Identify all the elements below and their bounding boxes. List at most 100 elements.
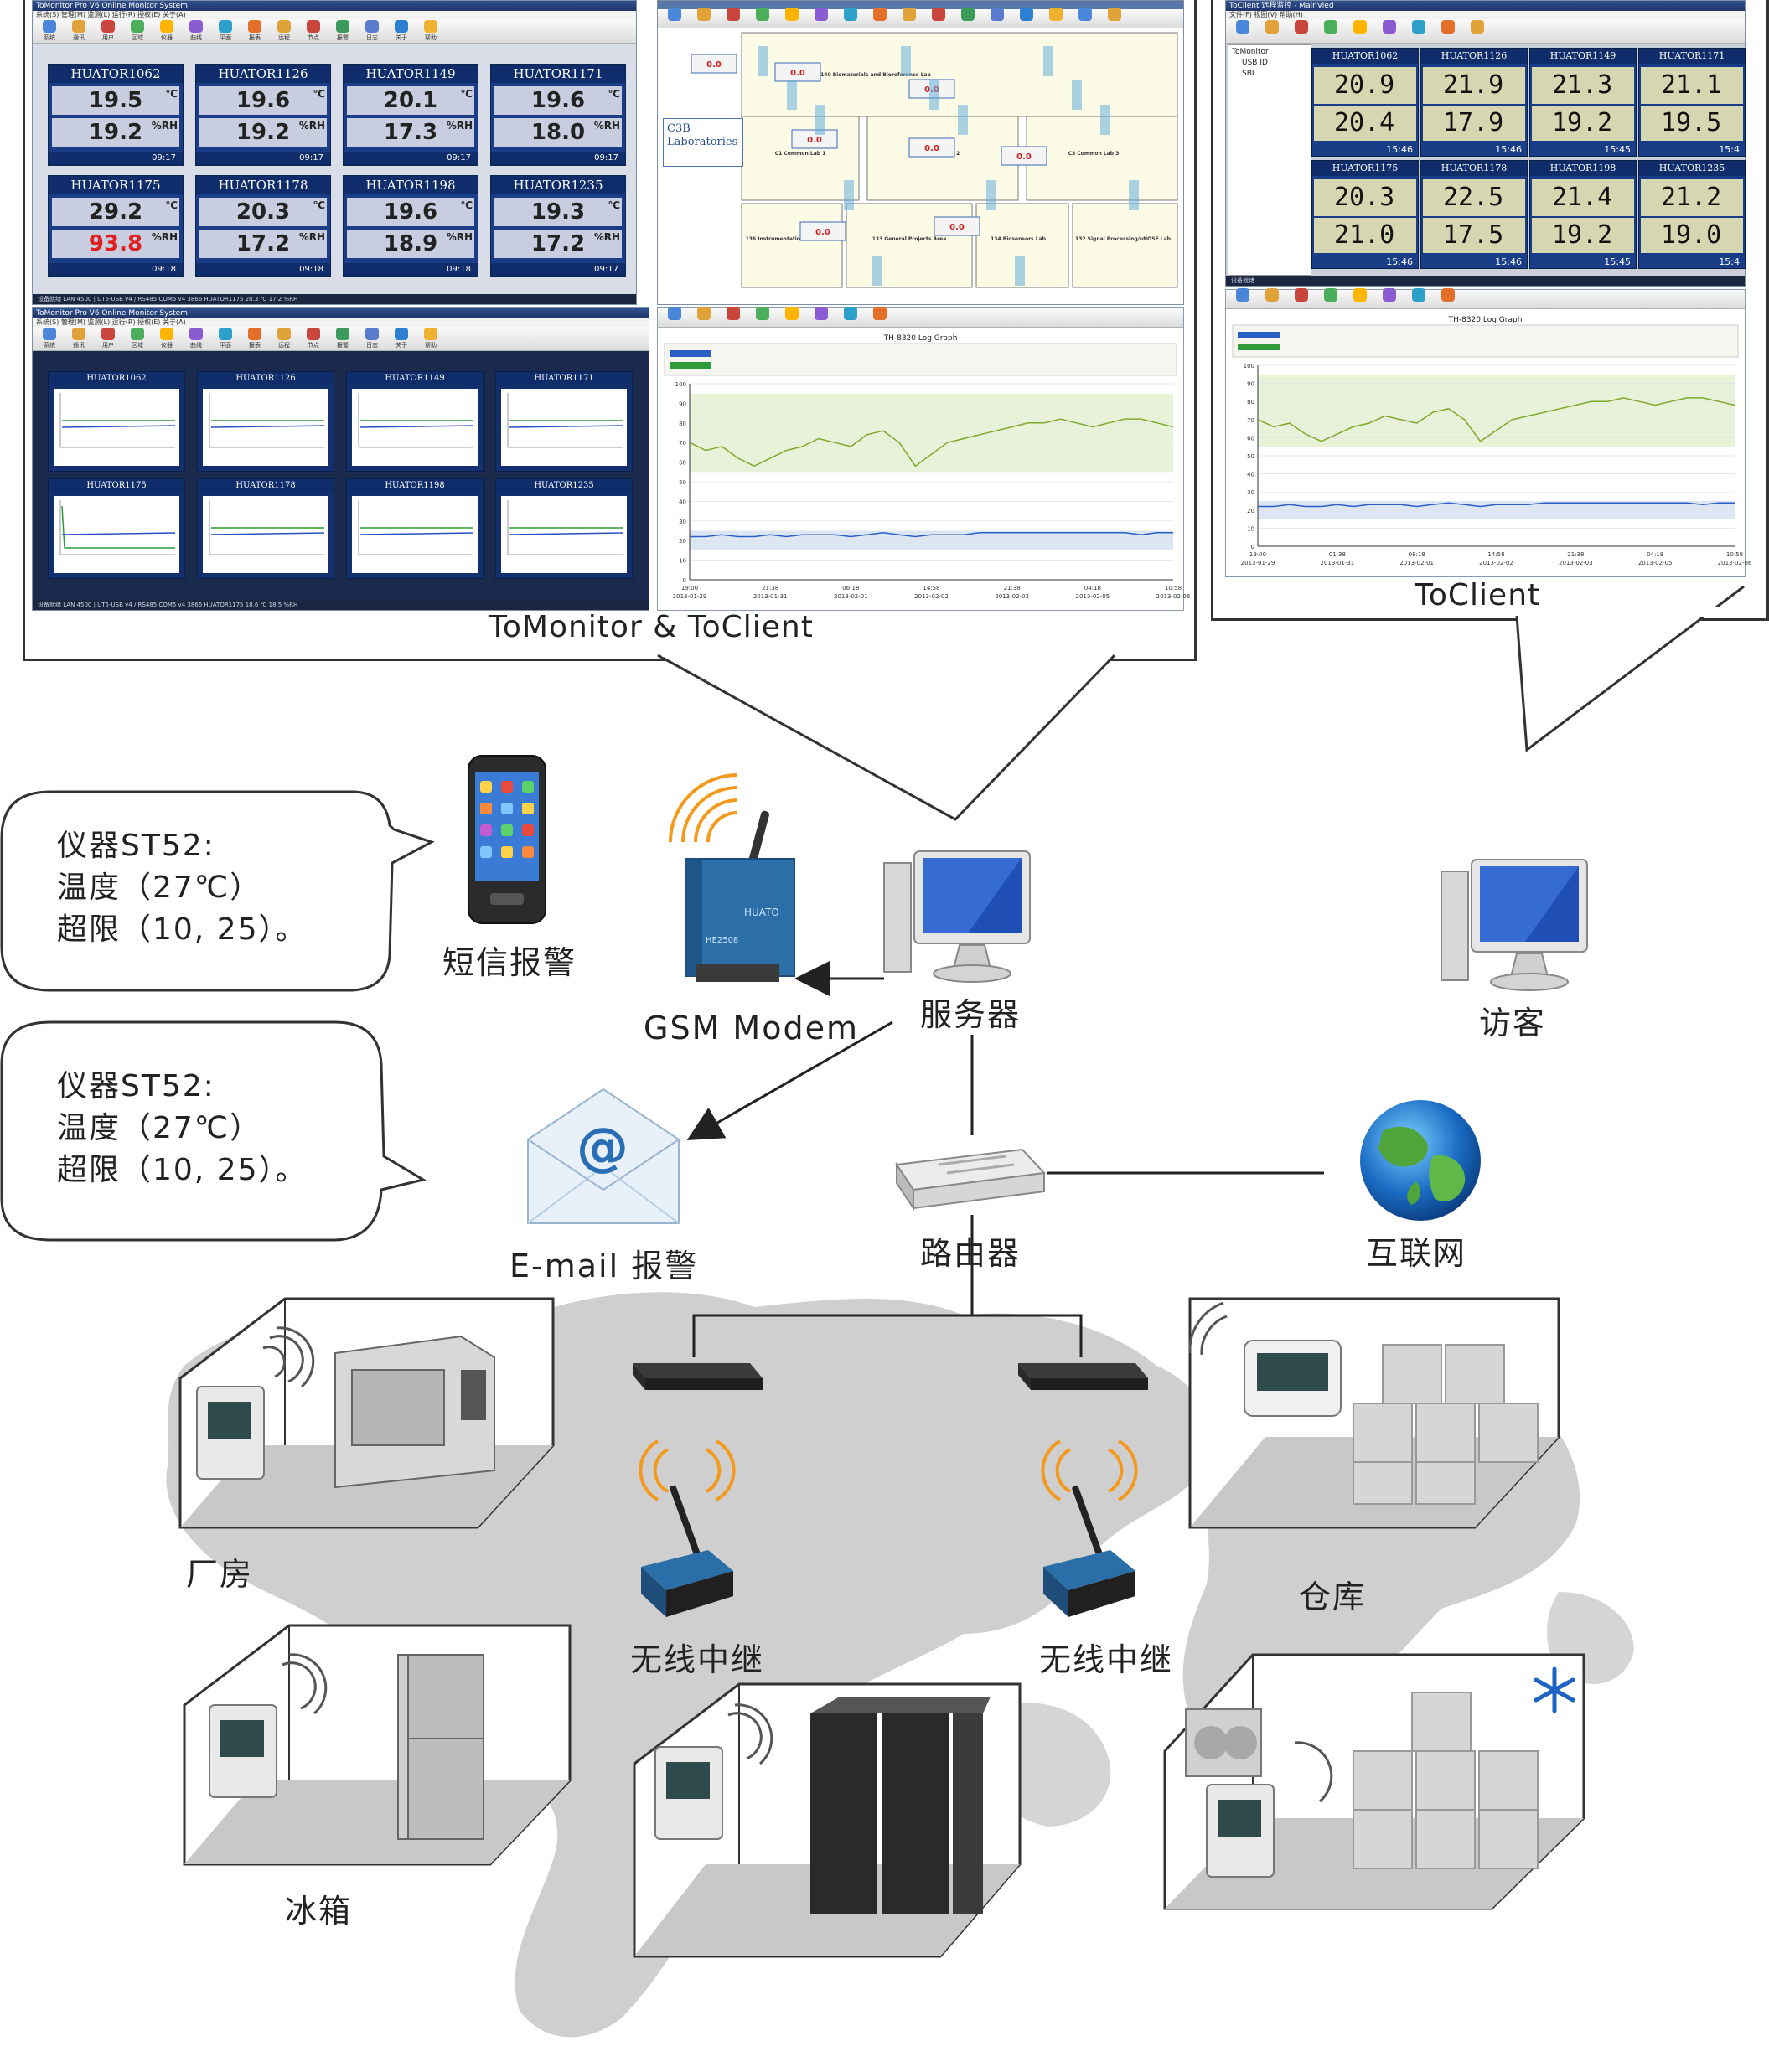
toolbar-button[interactable] — [1464, 20, 1491, 42]
toolbar-button[interactable] — [1376, 20, 1403, 42]
toolbar-button[interactable]: 报警 — [329, 20, 356, 42]
toolbar-button[interactable] — [984, 8, 1011, 29]
toolbar-button[interactable]: 帮助 — [417, 328, 444, 349]
toolbar-button[interactable] — [1347, 288, 1373, 310]
toolbar-button[interactable] — [1072, 8, 1099, 29]
monitor-menu[interactable]: 系统(S) 管理(M) 监测(L) 运行(R) 授权(E) 关于(A) — [33, 11, 636, 19]
toolbar-button[interactable]: 日志 — [359, 20, 385, 42]
toolbar-button[interactable]: 曲线 — [183, 328, 209, 349]
toolbar-button[interactable] — [778, 307, 805, 328]
toolbar-button[interactable]: 节点 — [300, 328, 327, 349]
floorplan-sensor-reading[interactable]: 0.0 — [691, 54, 737, 74]
toolbar-button[interactable] — [1229, 288, 1256, 310]
toolbar-button[interactable]: 关于 — [388, 328, 415, 349]
floorplan-sensor-reading[interactable]: 0.0 — [934, 216, 980, 236]
toolbar-button[interactable] — [749, 307, 776, 328]
curve-tile[interactable]: HUATOR1126 — [197, 371, 334, 472]
toolbar-button[interactable] — [1435, 288, 1461, 310]
toolbar-button[interactable]: 通讯 — [65, 20, 92, 42]
toolbar-button[interactable] — [837, 8, 864, 29]
toolbar-button[interactable] — [925, 8, 952, 29]
toolbar-button[interactable] — [954, 8, 981, 29]
toolbar-button[interactable] — [1288, 20, 1315, 42]
toolbar-button[interactable] — [1317, 288, 1344, 310]
toolbar-button[interactable] — [749, 8, 776, 29]
toolbar-button[interactable] — [1347, 20, 1373, 42]
curve-tile[interactable]: HUATOR1178 — [197, 478, 334, 579]
toolbar-button[interactable]: 系统 — [36, 328, 63, 349]
toolbar-button[interactable]: 区域 — [124, 328, 151, 349]
floorplan-sensor-reading[interactable]: 0.0 — [774, 62, 821, 82]
toolbar-button[interactable]: 通讯 — [65, 328, 92, 349]
curve-menu[interactable]: 系统(S) 管理(M) 监测(L) 运行(R) 授权(E) 关于(A) — [33, 318, 649, 327]
toolbar-button[interactable]: 远程 — [271, 328, 297, 349]
floorplan-sensor-reading[interactable]: 0.0 — [1001, 146, 1047, 166]
toolbar-button[interactable] — [896, 8, 923, 29]
toolbar-button[interactable] — [720, 8, 747, 29]
toolbar-button[interactable]: 仪器 — [153, 328, 180, 349]
toolbar-button[interactable]: 帮助 — [417, 20, 444, 42]
toolbar-button[interactable] — [691, 307, 717, 328]
curve-tile[interactable]: HUATOR1062 — [48, 371, 185, 472]
curve-tile[interactable]: HUATOR1175 — [48, 478, 185, 579]
toolbar-button[interactable]: 平面 — [212, 328, 239, 349]
toolbar-button[interactable] — [1405, 288, 1432, 310]
toolbar-button[interactable] — [1259, 20, 1285, 42]
toolbar-button[interactable]: 远程 — [271, 20, 297, 42]
toolbar-button[interactable]: 仪器 — [153, 20, 180, 42]
toolbar-button[interactable] — [1317, 20, 1344, 42]
curve-tile[interactable]: HUATOR1171 — [495, 371, 633, 472]
curve-tile[interactable]: HUATOR1149 — [346, 371, 484, 472]
client-tree-item[interactable]: USB ID — [1242, 59, 1268, 67]
curve-tile[interactable]: HUATOR1235 — [495, 478, 633, 579]
toolbar-button[interactable]: 用户 — [95, 328, 122, 349]
toolbar-button[interactable] — [661, 307, 688, 328]
toolbar-button[interactable] — [778, 8, 805, 29]
toolbar-button[interactable]: 用户 — [95, 20, 122, 42]
toolbar-button[interactable]: 节点 — [300, 20, 327, 42]
toolbar-button[interactable]: 平面 — [212, 20, 239, 42]
toolbar-button[interactable] — [837, 307, 864, 328]
toolbar-button[interactable] — [720, 307, 747, 328]
toolbar-button[interactable] — [1229, 20, 1256, 42]
toolbar-button[interactable] — [661, 8, 688, 29]
toolbar-button[interactable] — [866, 8, 893, 29]
toolbar-button[interactable] — [1101, 8, 1128, 29]
toolbar-button[interactable]: 区域 — [124, 20, 151, 42]
toolbar-button[interactable] — [1376, 288, 1403, 310]
toolbar-button[interactable]: 报警 — [329, 328, 356, 349]
toolbar-button[interactable]: 报表 — [241, 328, 268, 349]
floorplan-sensor-reading[interactable]: 0.0 — [908, 137, 955, 158]
toolbar-button[interactable] — [808, 307, 835, 328]
client-tree-item[interactable]: SBL — [1242, 70, 1256, 78]
client-menu[interactable]: 文件(F) 视图(V) 帮助(H) — [1226, 11, 1745, 19]
floorplan-sensor-reading[interactable]: 0.0 — [791, 129, 838, 149]
toolbar-button[interactable] — [1013, 8, 1040, 29]
toolbar-button[interactable]: 关于 — [388, 20, 415, 42]
toolbar-button[interactable]: 曲线 — [183, 20, 209, 42]
toolbar-button[interactable]: 系统 — [36, 20, 63, 42]
toolbar-button[interactable] — [1259, 288, 1285, 310]
toolbar-button[interactable]: 日志 — [359, 328, 385, 349]
floorplan-sensor-reading[interactable]: 0.0 — [799, 221, 846, 241]
toolbar-button[interactable]: 报表 — [241, 20, 268, 42]
toolbar-button[interactable] — [808, 8, 835, 29]
toolbar-button[interactable] — [691, 8, 717, 29]
